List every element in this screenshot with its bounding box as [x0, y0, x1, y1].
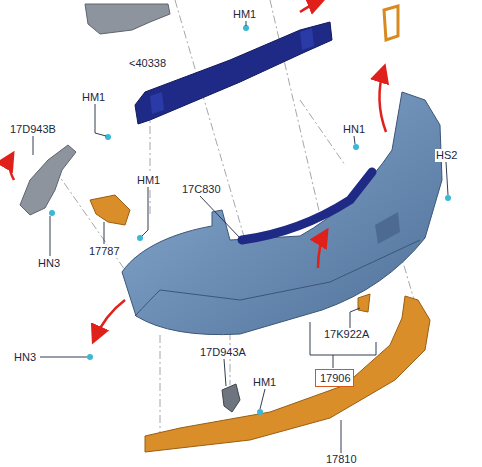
part-number: 17906: [320, 372, 349, 385]
red-arrows: [9, 155, 14, 180]
leader-lines: [104, 222, 105, 244]
fastener-code: HM1: [81, 91, 106, 104]
fasteners: [257, 409, 263, 415]
fasteners: [445, 195, 451, 201]
impact-absorber: [242, 172, 372, 240]
cover-edge: [135, 240, 420, 316]
small-bracket: [222, 384, 240, 412]
leader-lines: [33, 136, 34, 155]
leader-lines: [95, 133, 106, 136]
leader-lines: [310, 355, 376, 356]
leader-lines: [350, 308, 360, 312]
fastener-code: HM1: [232, 8, 257, 21]
fasteners: [353, 144, 359, 150]
center-lines: [300, 100, 345, 165]
beam-plate: [150, 28, 314, 114]
fasteners: [87, 354, 93, 360]
leader-lines: [142, 230, 148, 236]
center-lines: [175, 0, 245, 240]
leader-lines: [310, 322, 311, 355]
fastener-code: HM1: [136, 174, 161, 187]
reinforcement-beam: [135, 22, 332, 124]
leader-lines: [224, 359, 226, 386]
orange-bracket: [90, 195, 130, 225]
part-number: 17D943B: [9, 123, 57, 136]
fastener-code: HS2: [435, 149, 458, 162]
leader-lines: [376, 342, 377, 355]
orange-clip: [358, 294, 370, 312]
bracket: [85, 4, 170, 34]
callout-box: 17906: [315, 369, 354, 387]
fastener-code: HN3: [37, 257, 61, 270]
lower-valance: [145, 296, 430, 452]
part-number: 17K922A: [323, 328, 370, 341]
leader-lines: [341, 420, 342, 453]
fastener-code: HN1: [342, 123, 366, 136]
center-lines: [160, 335, 161, 440]
fasteners: [49, 210, 55, 216]
part-number: 17787: [88, 245, 121, 258]
leader-lines: [40, 357, 87, 358]
red-arrows: [379, 68, 386, 132]
fasteners: [105, 134, 111, 140]
cover-recess: [375, 212, 400, 244]
leader-lines: [33, 18, 448, 453]
leader-lines: [350, 312, 351, 328]
leader-lines: [95, 103, 96, 133]
leader-lines: [333, 355, 334, 368]
leader-lines: [354, 136, 355, 144]
part-number: 17C830: [181, 183, 222, 196]
fastener-code: HM1: [252, 376, 277, 389]
fastener-code: HN3: [13, 351, 37, 364]
fasteners: [49, 25, 451, 415]
leader-lines: [148, 186, 149, 230]
red-arrows: [318, 232, 326, 268]
leader-lines: [50, 216, 51, 256]
orange-part: [384, 6, 398, 40]
red-arrows: [94, 300, 125, 340]
bumper-cover: [122, 92, 442, 335]
red-arrows: [9, 0, 386, 340]
center-lines: [150, 110, 151, 215]
side-bracket: [20, 145, 76, 215]
leader-lines: [446, 162, 448, 195]
part-number: <40338: [128, 57, 167, 70]
leader-lines: [260, 389, 265, 409]
red-arrows: [300, 0, 322, 12]
leader-lines: [200, 196, 240, 238]
part-number: 17810: [325, 453, 358, 466]
part-number: 17D943A: [199, 346, 247, 359]
